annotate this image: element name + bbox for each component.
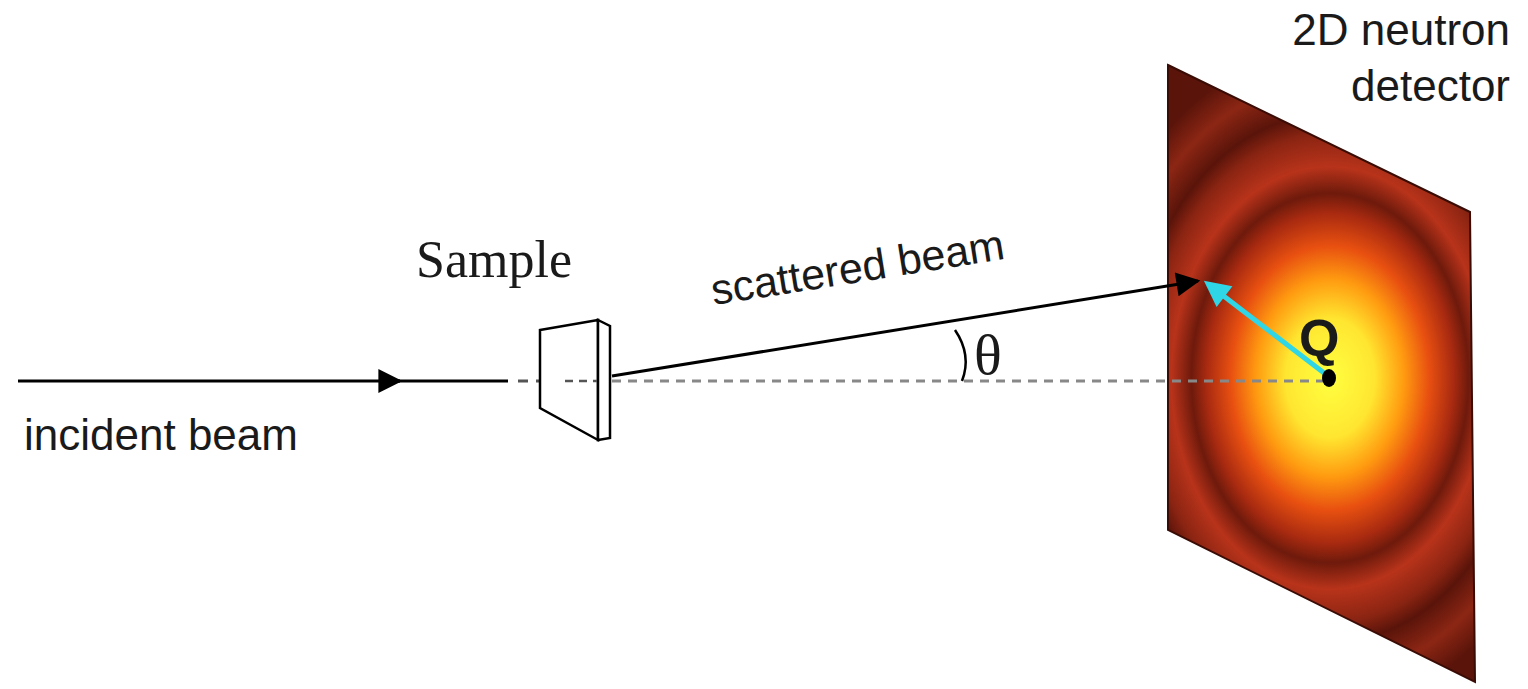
beam-center-dot — [1322, 369, 1336, 387]
detector-title: 2D neutron detector — [1200, 2, 1510, 114]
sample-plate — [540, 320, 598, 440]
incident-beam-line — [398, 380, 508, 383]
vector-symbol: Q — [1299, 308, 1339, 368]
sample-label: Sample — [416, 228, 572, 292]
axis-dashed-line — [612, 380, 1332, 383]
beam-label: scattered beam — [707, 219, 1008, 315]
beam-label: incident beam — [24, 408, 298, 462]
beam-through-sample — [565, 380, 597, 383]
angle-symbol: θ — [974, 322, 1002, 388]
incident-beam-line — [18, 380, 400, 383]
angle-arc — [955, 330, 966, 381]
scattered-beam-line — [612, 281, 1198, 376]
detector-plate — [1168, 65, 1475, 682]
sample-edge — [598, 320, 610, 440]
